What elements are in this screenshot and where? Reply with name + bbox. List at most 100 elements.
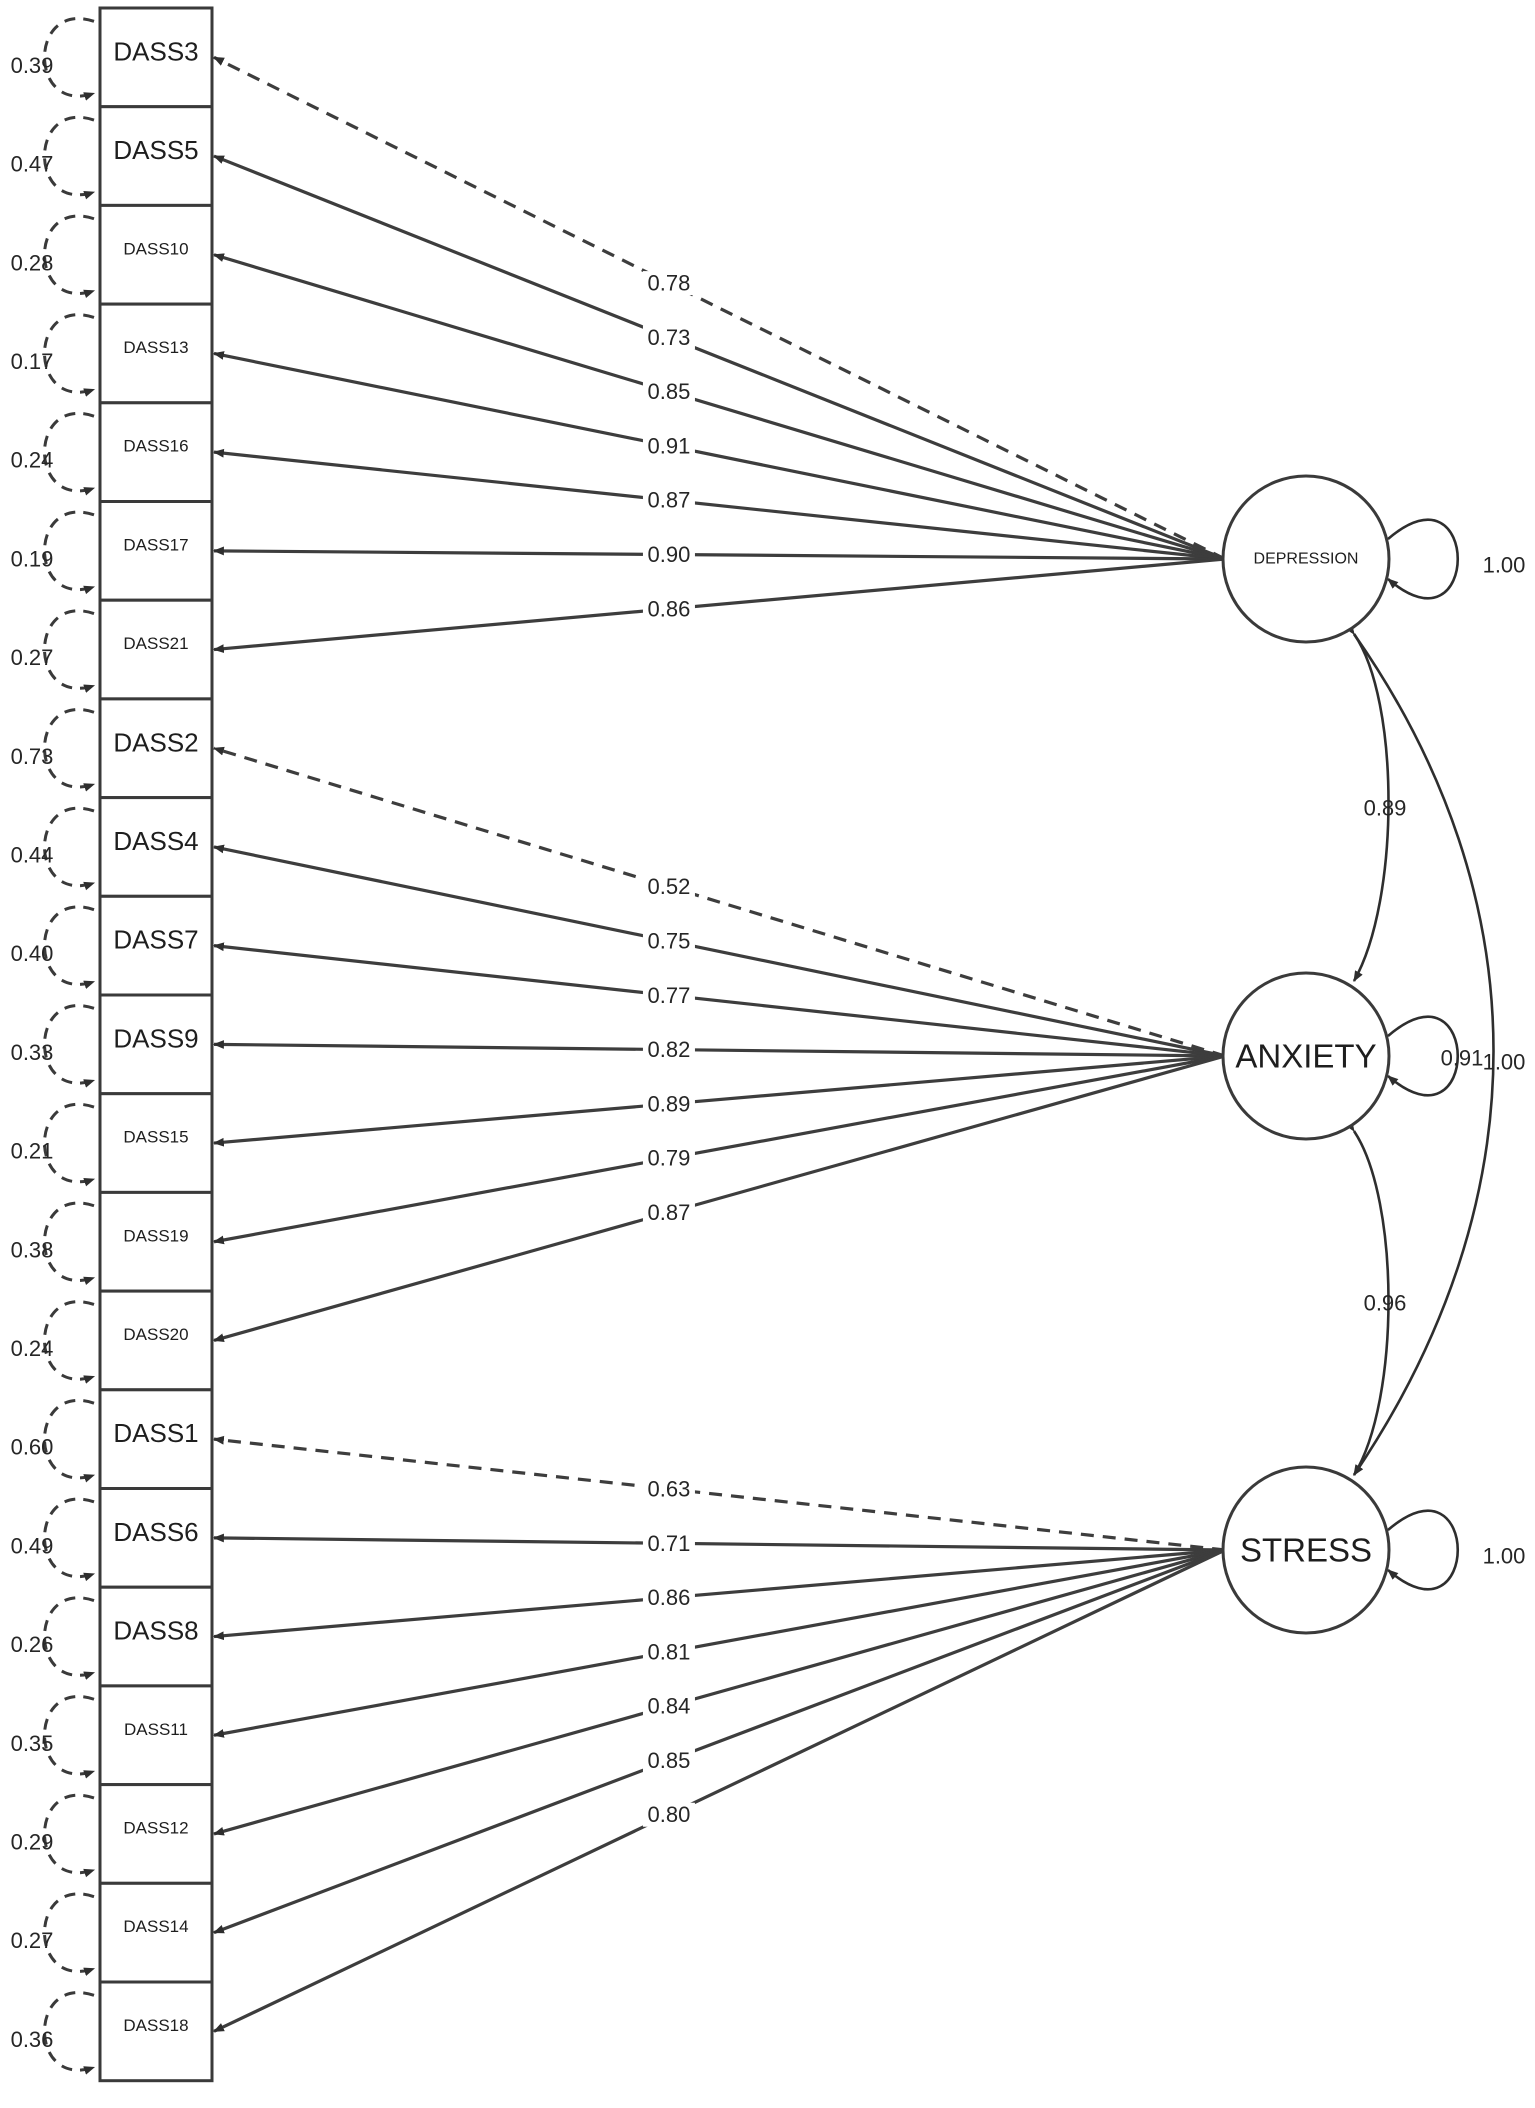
loading-value: 0.89	[648, 1091, 691, 1116]
loading-value: 0.87	[648, 488, 691, 513]
residual-value: 0.60	[11, 1435, 54, 1460]
loading-label-bg	[642, 1146, 695, 1171]
loading-value: 0.84	[648, 1694, 691, 1719]
indicator-box	[98, 1684, 214, 1787]
indicator-label: DASS14	[123, 1917, 188, 1936]
covariance-value: 0.96	[1364, 1291, 1407, 1316]
covariance-path	[1344, 623, 1495, 1476]
latent-label: DEPRESSION	[1254, 551, 1359, 568]
indicator-label: DASS19	[123, 1226, 188, 1245]
residual-value: 0.35	[11, 1731, 54, 1756]
loading-value: 0.52	[648, 874, 691, 899]
variance-value: 1.00	[1483, 1050, 1526, 1075]
residual-loop	[43, 115, 96, 200]
indicator-box	[98, 1190, 214, 1293]
residual-value: 0.29	[11, 1829, 54, 1854]
indicator-label: DASS2	[113, 727, 198, 757]
covariance-path	[1344, 623, 1390, 982]
loading-value: 0.71	[648, 1531, 691, 1556]
loading-label-bg	[642, 379, 695, 404]
loading-label-bg	[642, 271, 695, 296]
loading-label-bg	[642, 1531, 695, 1556]
loading-value: 0.79	[648, 1146, 691, 1171]
loading-value: 0.63	[648, 1477, 691, 1502]
indicator-label: DASS16	[123, 437, 188, 456]
variance-loop	[1377, 1015, 1460, 1097]
indicator-label: DASS17	[123, 535, 188, 554]
residual-loop	[43, 1004, 96, 1088]
loading-value: 0.87	[648, 1200, 691, 1225]
latent-label: ANXIETY	[1235, 1038, 1376, 1075]
loading-label-bg	[642, 1200, 695, 1225]
residual-loop	[43, 708, 96, 792]
indicator-box	[98, 598, 214, 701]
loading-value: 0.73	[648, 325, 691, 350]
loading-value: 0.80	[648, 1802, 691, 1827]
loading-path	[213, 55, 1226, 561]
residual-value: 0.36	[11, 2027, 54, 2052]
residual-loop	[43, 1399, 96, 1483]
indicator-box	[98, 1487, 214, 1589]
residual-value: 0.47	[11, 152, 54, 177]
residual-loop	[43, 1497, 96, 1582]
residual-value: 0.19	[11, 546, 54, 571]
loading-path	[212, 844, 1226, 1058]
loading-path	[212, 546, 1226, 561]
loading-path	[212, 1548, 1226, 1935]
residual-value: 0.28	[11, 250, 54, 275]
residual-loop	[43, 1201, 96, 1286]
indicator-label: DASS8	[113, 1616, 198, 1646]
latent-circle	[1221, 971, 1391, 1141]
indicator-label: DASS18	[123, 2016, 188, 2035]
loading-label-bg	[642, 1585, 695, 1610]
loading-value: 0.78	[648, 271, 691, 296]
residual-value: 0.27	[11, 1928, 54, 1953]
indicator-box	[98, 1585, 214, 1688]
indicator-box	[98, 993, 214, 1096]
residual-loop	[43, 806, 96, 891]
loading-value: 0.85	[648, 379, 691, 404]
loading-label-bg	[642, 1748, 695, 1773]
loading-path	[212, 351, 1226, 561]
loading-value: 0.77	[648, 983, 691, 1008]
covariance-value: 0.91	[1441, 1046, 1484, 1071]
loading-value: 0.86	[648, 1585, 691, 1610]
residual-value: 0.38	[11, 1237, 54, 1262]
indicator-box	[98, 796, 214, 898]
loading-label-bg	[642, 1694, 695, 1719]
residual-loop	[43, 1892, 96, 1976]
latent-circle	[1221, 1465, 1391, 1635]
indicator-label: DASS12	[123, 1818, 188, 1837]
loading-label-bg	[642, 488, 695, 513]
residual-loop	[43, 905, 96, 989]
loading-label-bg	[642, 929, 695, 954]
loading-path	[212, 1054, 1226, 1245]
variance-value: 1.00	[1483, 1544, 1526, 1569]
indicator-box	[98, 894, 214, 997]
residual-loop	[43, 412, 96, 496]
indicator-label: DASS1	[113, 1418, 198, 1448]
indicator-box	[98, 1881, 214, 1984]
loading-path	[212, 1054, 1226, 1343]
loading-value: 0.90	[648, 542, 691, 567]
loading-path	[212, 557, 1226, 654]
residual-value: 0.49	[11, 1533, 54, 1558]
residual-loop	[43, 17, 96, 101]
loading-value: 0.85	[648, 1748, 691, 1773]
residual-value: 0.33	[11, 1040, 54, 1065]
loading-label-bg	[642, 1802, 695, 1827]
loading-path	[213, 1548, 1226, 2033]
loading-value: 0.82	[648, 1037, 691, 1062]
indicator-box	[98, 1980, 214, 2083]
loading-value: 0.86	[648, 596, 691, 621]
loading-path	[212, 253, 1226, 561]
covariance-value: 0.89	[1364, 796, 1407, 821]
residual-loop	[43, 510, 96, 595]
loading-label-bg	[642, 983, 695, 1008]
residual-loop	[43, 214, 96, 299]
residual-value: 0.73	[11, 744, 54, 769]
latent-label: STRESS	[1240, 1532, 1372, 1569]
residual-loop	[43, 1793, 96, 1878]
loading-path	[212, 942, 1226, 1058]
loading-value: 0.91	[648, 433, 691, 458]
